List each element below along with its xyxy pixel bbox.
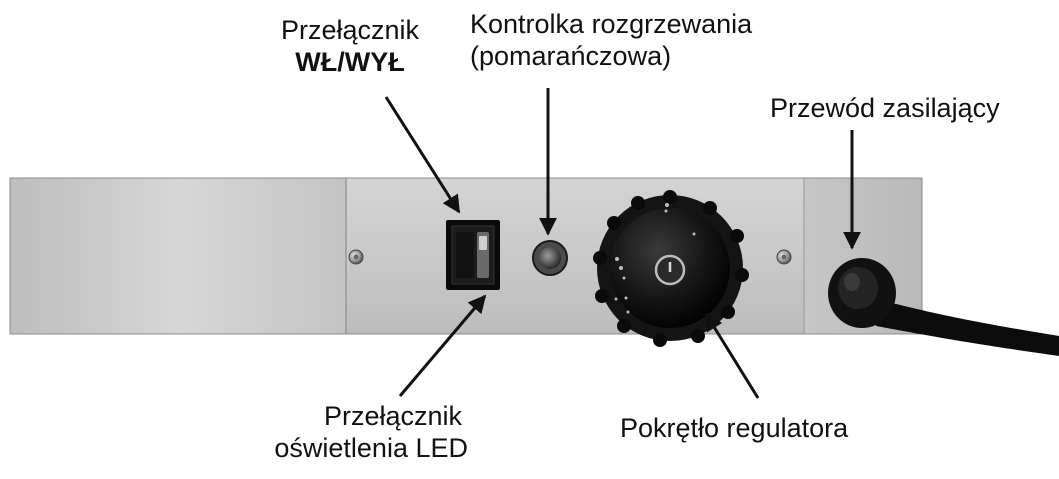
panel-section-left [10, 178, 346, 334]
power-plug-icon [828, 258, 1059, 356]
label-power-cord-line1: Przewód zasilający [770, 93, 1000, 123]
label-power-switch-line1: Przełącznik [280, 15, 420, 45]
label-led-switch: Przełącznik oświetlenia LED [228, 400, 468, 464]
label-power-switch: Przełącznik WŁ/WYŁ [240, 14, 460, 78]
label-heating-light-line1: Kontrolka rozgrzewania [470, 9, 753, 39]
screw-icon [348, 249, 364, 265]
arrow-led-switch [398, 294, 487, 397]
dial-knob-icon[interactable] [593, 190, 749, 347]
arrow-power-switch [384, 96, 461, 214]
label-led-switch-line1: Przełącznik [323, 401, 462, 431]
arrow-regulator-knob [704, 312, 760, 399]
rocker-switch-icon[interactable] [446, 220, 500, 290]
label-power-cord: Przewód zasilający [770, 92, 1000, 124]
panel-outline [9, 177, 923, 335]
label-regulator-knob-line1: Pokrętło regulatora [620, 413, 849, 443]
label-led-switch-line2: oświetlenia LED [274, 433, 468, 463]
screw-icon [776, 249, 792, 265]
label-heating-light: Kontrolka rozgrzewania (pomarańczowa) [470, 8, 752, 72]
label-heating-light-line2: (pomarańczowa) [470, 41, 672, 71]
label-power-switch-line2: WŁ/WYŁ [295, 47, 405, 77]
indicator-lamp-icon [532, 240, 568, 276]
label-regulator-knob: Pokrętło regulatora [620, 412, 848, 444]
